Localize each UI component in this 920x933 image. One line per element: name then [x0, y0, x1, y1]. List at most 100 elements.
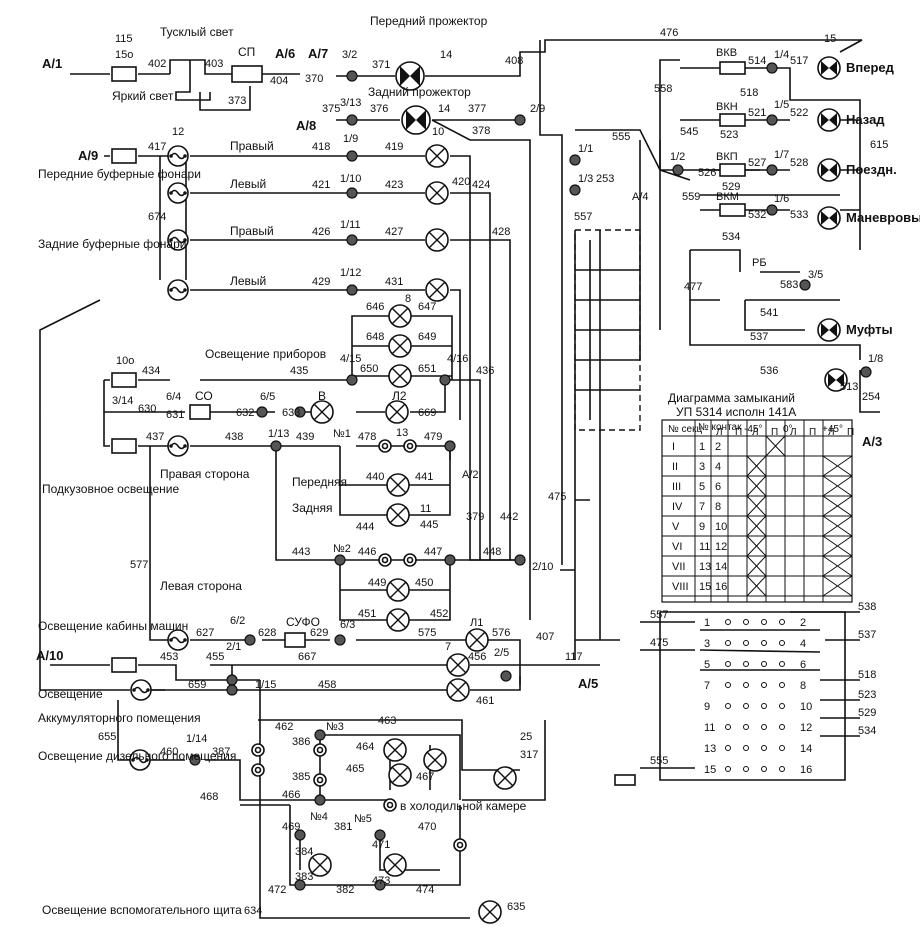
svg-text:435: 435 — [290, 365, 308, 377]
svg-text:633: 633 — [282, 407, 300, 419]
socket-icon — [383, 798, 397, 812]
a1-label: А/1 — [42, 56, 62, 71]
svg-text:10: 10 — [432, 126, 444, 138]
svg-text:1/6: 1/6 — [774, 193, 789, 205]
svg-text:Маневровый: Маневровый — [846, 210, 920, 225]
svg-text:467: 467 — [416, 771, 434, 783]
svg-text:555: 555 — [650, 755, 668, 767]
table-contact-right: 6 — [715, 481, 721, 493]
svg-text:115: 115 — [115, 33, 133, 45]
svg-text:408: 408 — [505, 55, 523, 67]
svg-text:513: 513 — [840, 381, 858, 393]
svg-text:1/10: 1/10 — [340, 173, 361, 185]
svg-text:371: 371 — [372, 59, 390, 71]
switch-contact-point — [743, 766, 749, 772]
svg-text:ВКП: ВКП — [716, 151, 738, 163]
switch-contact-point — [743, 640, 749, 646]
table-contact-left: 7 — [699, 501, 705, 513]
svg-text:А/3: А/3 — [862, 434, 882, 449]
svg-text:15: 15 — [824, 33, 836, 45]
table-closed-mark — [822, 535, 853, 557]
svg-text:ВКМ: ВКМ — [716, 191, 739, 203]
svg-text:632: 632 — [236, 407, 254, 419]
shunt-signal-lamp-icon — [817, 206, 841, 230]
svg-text:649: 649 — [418, 331, 436, 343]
svg-text:СП: СП — [238, 45, 255, 59]
svg-text:659: 659 — [188, 679, 206, 691]
svg-text:475: 475 — [650, 637, 668, 649]
table-closed-mark — [822, 475, 853, 497]
switch-contact-point — [725, 682, 731, 688]
table-contact-left: 15 — [699, 581, 711, 593]
svg-text:Подкузовное освещение: Подкузовное освещение — [42, 482, 179, 496]
svg-text:446: 446 — [358, 546, 376, 558]
svg-text:7: 7 — [445, 641, 451, 653]
svg-text:558: 558 — [654, 83, 672, 95]
switch-contact-point — [725, 640, 731, 646]
lamp-icon — [446, 678, 470, 702]
svg-text:402: 402 — [148, 58, 166, 70]
svg-text:Левая сторона: Левая сторона — [160, 579, 242, 593]
svg-text:538: 538 — [858, 601, 876, 613]
lamp-icon — [425, 228, 449, 252]
socket-icon — [313, 773, 327, 787]
table-section: VII — [672, 561, 685, 573]
svg-text:1/11: 1/11 — [340, 219, 361, 231]
svg-text:533: 533 — [790, 209, 808, 221]
svg-text:2/10: 2/10 — [532, 561, 553, 573]
switch-contact-left: 5 — [704, 659, 710, 671]
svg-text:253: 253 — [596, 173, 614, 185]
svg-text:479: 479 — [424, 431, 442, 443]
svg-text:545: 545 — [680, 126, 698, 138]
svg-text:Освещение: Освещение — [38, 687, 103, 701]
train-signal-lamp-icon — [817, 158, 841, 182]
fuse-icon — [167, 145, 189, 167]
switch-contact-right: 14 — [800, 743, 812, 755]
svg-text:445: 445 — [420, 519, 438, 531]
svg-text:Левый: Левый — [230, 177, 266, 191]
lamp-icon — [386, 608, 410, 632]
svg-text:461: 461 — [476, 695, 494, 707]
switch-contact-point — [761, 640, 767, 646]
svg-text:647: 647 — [418, 301, 436, 313]
svg-text:557: 557 — [574, 211, 592, 223]
svg-text:403: 403 — [205, 58, 223, 70]
svg-text:419: 419 — [385, 141, 403, 153]
svg-text:427: 427 — [385, 226, 403, 238]
svg-text:25: 25 — [520, 731, 532, 743]
svg-text:456: 456 — [468, 651, 486, 663]
svg-text:465: 465 — [346, 763, 364, 775]
switch-contact-left: 3 — [704, 638, 710, 650]
table-closed-mark — [822, 555, 853, 577]
svg-text:Аккумуляторного помещения: Аккумуляторного помещения — [38, 711, 201, 725]
svg-text:471: 471 — [372, 839, 390, 851]
table-lp-header: Л — [790, 427, 797, 438]
svg-text:2/1: 2/1 — [226, 641, 241, 653]
table-contact-right: 2 — [715, 441, 721, 453]
lamp-icon — [386, 578, 410, 602]
svg-text:440: 440 — [366, 471, 384, 483]
svg-text:452: 452 — [430, 608, 448, 620]
svg-text:536: 536 — [760, 365, 778, 377]
svg-text:15о: 15о — [115, 49, 133, 61]
svg-text:13: 13 — [396, 427, 408, 439]
svg-text:14: 14 — [440, 49, 452, 61]
svg-text:386: 386 — [292, 736, 310, 748]
svg-text:384: 384 — [295, 846, 313, 858]
svg-text:А/5: А/5 — [578, 676, 598, 691]
svg-text:0°: 0° — [783, 424, 793, 435]
svg-text:Правая сторона: Правая сторона — [160, 467, 250, 481]
svg-text:2/9: 2/9 — [530, 103, 545, 115]
switch-contact-point — [743, 724, 749, 730]
svg-text:Поездн.: Поездн. — [846, 162, 897, 177]
svg-text:451: 451 — [358, 608, 376, 620]
switch-contact-point — [779, 682, 785, 688]
table-closed-mark — [765, 435, 786, 457]
svg-text:3/14: 3/14 — [112, 395, 133, 407]
svg-text:407: 407 — [536, 631, 554, 643]
lamp-icon — [383, 853, 407, 877]
switch-contact-left: 7 — [704, 680, 710, 692]
svg-text:8: 8 — [405, 293, 411, 305]
lamp-icon — [388, 364, 412, 388]
svg-text:404: 404 — [270, 75, 288, 87]
